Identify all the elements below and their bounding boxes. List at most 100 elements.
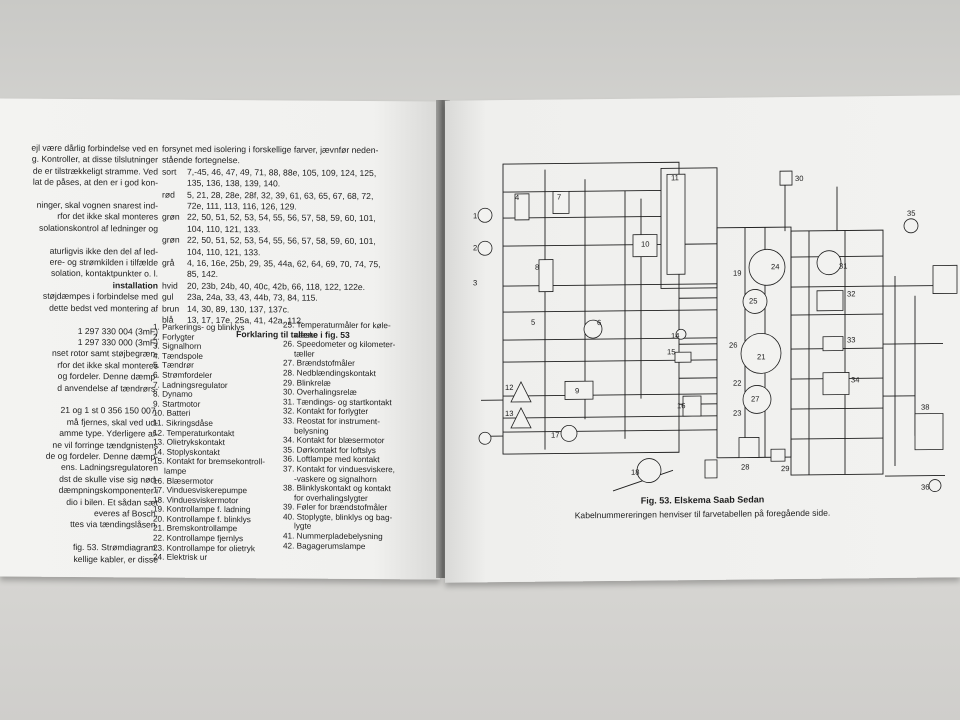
wiper-switch-37: [932, 264, 958, 294]
legend-item: lampe: [164, 466, 187, 476]
component-number-8: 8: [535, 263, 539, 272]
legend-item: 11. Sikringsdåse: [153, 418, 213, 428]
legend-item: 1. Parkerings- og blinklys: [153, 322, 245, 333]
cable-color-name: rød: [162, 189, 175, 200]
cable-color-name: gul: [162, 291, 174, 302]
cable-color-table: sort 7,-45, 46, 47, 49, 71, 88, 88e, 105,…: [162, 166, 424, 328]
component-number-9: 9: [575, 386, 579, 395]
component-number-30: 30: [795, 174, 803, 183]
component-number-10: 10: [641, 240, 649, 249]
legend-item: 25. Temperaturmåler for køle-: [283, 320, 391, 331]
ignition-switch-31: [816, 250, 842, 276]
component-number-21: 21: [757, 352, 765, 361]
oil-switch-13: [510, 407, 532, 429]
component-number-33: 33: [847, 335, 855, 344]
legend-item: 37. Kontakt for vinduesviskere,: [283, 464, 395, 475]
legend-item: 8. Dynamo: [153, 389, 193, 399]
component-number-5: 5: [531, 318, 535, 327]
component-number-27: 27: [751, 394, 759, 403]
component-number-29: 29: [781, 464, 789, 473]
component-number-35: 35: [907, 209, 915, 218]
text-line: kellige kabler, er disse: [73, 553, 158, 565]
ignition-coil-4: [514, 193, 530, 221]
component-number-28: 28: [741, 463, 749, 472]
dimmer-switch-28: [738, 437, 760, 459]
component-number-36: 36: [921, 483, 929, 492]
cable-numbers: 5, 21, 28, 28e, 28f, 32, 39, 61, 63, 65,…: [187, 189, 424, 213]
legend-item: 39. Føler for brændstofmåler: [283, 502, 388, 513]
blower-switch-34: [822, 372, 850, 396]
fuel-gauge-27: [742, 385, 772, 414]
temp-switch-12: [510, 381, 532, 403]
cable-color-name: grå: [162, 257, 175, 268]
component-number-19: 19: [733, 269, 741, 278]
front-lamp-1-icon: [477, 207, 493, 223]
rear-lamp-icon: [478, 431, 492, 445]
starter-9: [564, 380, 594, 400]
fuse-box-outline: [660, 167, 718, 289]
legend-item: 17. Vinduesviskerepumpe: [153, 485, 248, 496]
legend-item: 34. Kontakt for blæsermotor: [283, 435, 385, 446]
component-number-16: 16: [677, 401, 685, 410]
clock-24: [748, 248, 786, 286]
legend-item: 26. Speedometer og kilometer-: [283, 339, 396, 350]
legend-item: 33. Reostat for instrument-: [283, 416, 380, 427]
component-number-25: 25: [749, 296, 757, 305]
cable-color-column: forsynet med isolering i forskellige far…: [162, 144, 424, 342]
component-number-15: 15: [667, 347, 675, 356]
dynamo-8: [538, 259, 554, 293]
component-number-11: 11: [671, 173, 679, 182]
light-switch-32: [816, 290, 844, 312]
component-number-14: 14: [671, 331, 679, 340]
cable-numbers: 7,-45, 46, 47, 49, 71, 88, 88e, 105, 109…: [187, 167, 424, 191]
washer-pump-17: [560, 424, 578, 442]
cable-color-name: brun: [162, 303, 180, 314]
legend-item: 19. Kontrollampe f. ladning: [153, 504, 251, 515]
component-number-2: 2: [473, 243, 477, 252]
fuse-box-11: [666, 173, 686, 275]
component-number-24: 24: [771, 262, 779, 271]
component-number-34: 34: [851, 375, 859, 384]
component-number-23: 23: [733, 409, 741, 418]
speedometer-26: [740, 332, 782, 374]
legend-item: 13. Olietrykskontakt: [153, 437, 225, 448]
component-number-32: 32: [847, 289, 855, 298]
left-harness-box: [502, 161, 680, 455]
legend-item: 3. Signalhorn: [153, 341, 202, 352]
stop-switch-14: [675, 328, 687, 340]
brake-switch-15: [674, 351, 692, 363]
cable-color-name: grøn: [162, 212, 180, 223]
legend-item: 6. Strømfordeler: [153, 370, 213, 380]
regulator-7: [552, 190, 570, 214]
legend-item: 38. Blinklyskontakt og kontakt: [283, 483, 391, 494]
component-number-18: 18: [631, 468, 639, 477]
component-number-12: 12: [505, 383, 513, 392]
relay-30: [779, 170, 793, 186]
courtesy-lamp-36: [928, 479, 942, 492]
component-number-31: 31: [839, 261, 847, 270]
rheostat-33: [822, 336, 844, 352]
door-switch-35: [903, 218, 919, 234]
component-number-22: 22: [733, 379, 741, 388]
component-number-17: 17: [551, 430, 559, 439]
wiper-motor-18: [636, 458, 662, 483]
cable-number-line: 4, 16, 16e, 25b, 29, 35, 44a, 62, 64, 69…: [187, 257, 381, 270]
component-number-26: 26: [729, 341, 737, 350]
component-number-6: 6: [597, 318, 601, 327]
temp-gauge-25: [742, 289, 768, 314]
legend-item: 24. Elektrisk ur: [153, 552, 208, 563]
component-number-13: 13: [505, 409, 513, 418]
component-number-4: 4: [515, 193, 519, 202]
legend-item: 42. Bagagerumslampe: [283, 541, 366, 551]
cable-color-name: hvid: [162, 280, 178, 291]
component-number-1: 1: [473, 211, 477, 220]
cable-color-name: sort: [162, 166, 177, 177]
legend-item: 30. Overhalingsrelæ: [283, 387, 357, 398]
component-number-7: 7: [557, 192, 561, 201]
cable-numbers: 22, 50, 51, 52, 53, 54, 55, 56, 57, 58, …: [187, 212, 424, 236]
